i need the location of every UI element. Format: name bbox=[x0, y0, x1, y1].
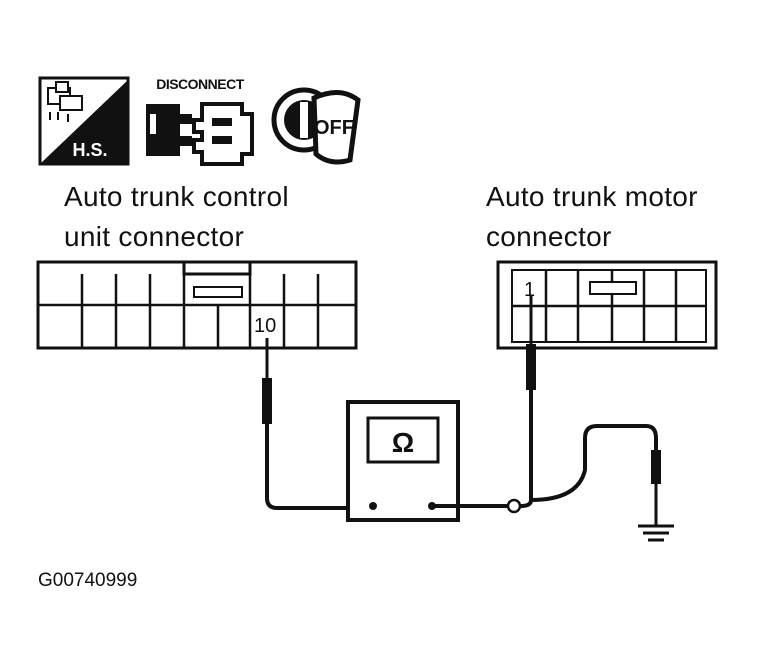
motor-label-line1: Auto trunk motor bbox=[486, 181, 698, 212]
ground-lead bbox=[530, 424, 661, 526]
motor-pin-label: 1 bbox=[524, 279, 535, 301]
figure-id: G00740999 bbox=[38, 570, 138, 591]
control-unit-label-line1: Auto trunk control bbox=[64, 181, 289, 212]
svg-text:DISCONNECT: DISCONNECT bbox=[156, 76, 245, 92]
probe-control-unit bbox=[262, 338, 358, 510]
junction-node bbox=[506, 498, 522, 514]
probe-motor bbox=[526, 296, 536, 500]
motor-connector bbox=[496, 260, 718, 350]
motor-label-line2: connector bbox=[486, 221, 612, 252]
control-unit-label-line2: unit connector bbox=[64, 221, 245, 252]
harness-side-icon: H.S. bbox=[38, 76, 130, 166]
ignition-off-icon: OFF bbox=[270, 70, 366, 166]
ground-symbol-icon bbox=[638, 524, 674, 542]
disconnect-icon: DISCONNECT bbox=[140, 74, 260, 166]
control-unit-connector bbox=[36, 260, 358, 350]
ohm-symbol: Ω bbox=[392, 427, 414, 458]
ohmmeter-icon bbox=[346, 400, 460, 522]
control-unit-pin-label: 10 bbox=[254, 315, 276, 337]
svg-text:H.S.: H.S. bbox=[72, 140, 107, 160]
svg-text:OFF: OFF bbox=[314, 117, 354, 139]
